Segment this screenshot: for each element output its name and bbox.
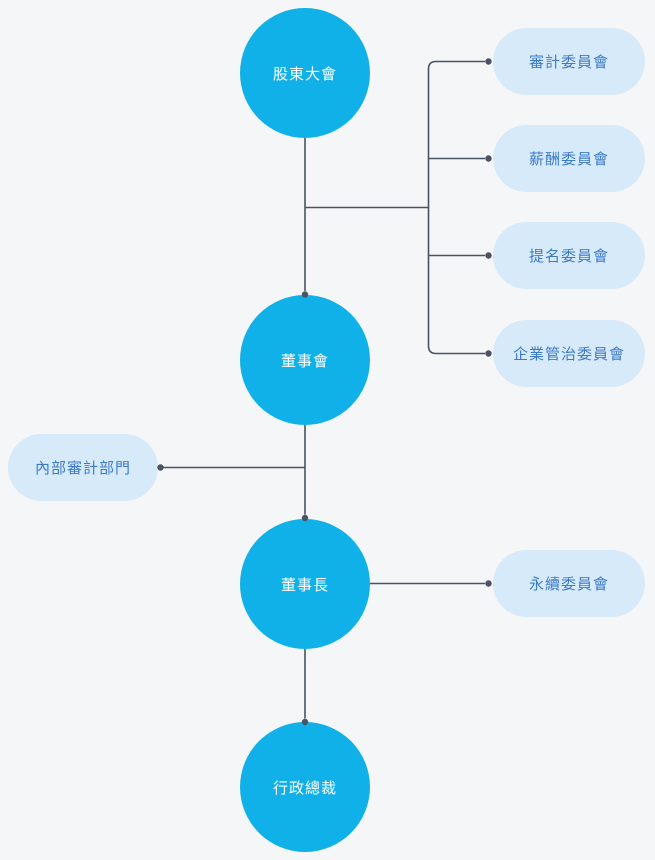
- pill-sustainability-label: 永續委員會: [528, 576, 609, 593]
- pill-audit-committee: 審計委員會: [493, 28, 645, 95]
- pill-remuneration-label: 薪酬委員會: [528, 151, 609, 168]
- connector-dot-audit: [485, 58, 492, 65]
- node-board-label: 董事會: [280, 352, 329, 370]
- node-shareholders-label: 股東大會: [272, 65, 337, 83]
- connector-rail-up-audit: [427, 60, 485, 208]
- connector-dot-internal-audit: [157, 464, 164, 471]
- connector-dot-governance: [485, 350, 492, 357]
- pill-internal-audit-label: 內部審計部門: [34, 460, 131, 477]
- pill-corporate-governance-committee: 企業管治委員會: [493, 320, 645, 387]
- pill-remuneration-committee: 薪酬委員會: [493, 125, 645, 192]
- pill-governance-label: 企業管治委員會: [512, 346, 625, 363]
- pill-nomination-label: 提名委員會: [528, 248, 609, 265]
- pill-audit-label: 審計委員會: [528, 54, 609, 71]
- pill-nomination-committee: 提名委員會: [493, 222, 645, 289]
- connector-rail-down-governance: [427, 207, 485, 355]
- pill-internal-audit-department: 內部審計部門: [8, 434, 158, 501]
- connector-dot-remuneration: [485, 155, 492, 162]
- node-board-of-directors: 董事會: [240, 295, 370, 425]
- connector-dot-nomination: [485, 252, 492, 259]
- pill-sustainability-committee: 永續委員會: [493, 550, 645, 617]
- node-chairman-label: 董事長: [280, 576, 329, 594]
- node-chairman: 董事長: [240, 519, 370, 649]
- node-ceo-label: 行政總裁: [272, 779, 337, 797]
- node-ceo: 行政總裁: [240, 722, 370, 852]
- node-shareholders-meeting: 股東大會: [240, 8, 370, 138]
- connector-dot-sustainability: [485, 580, 492, 587]
